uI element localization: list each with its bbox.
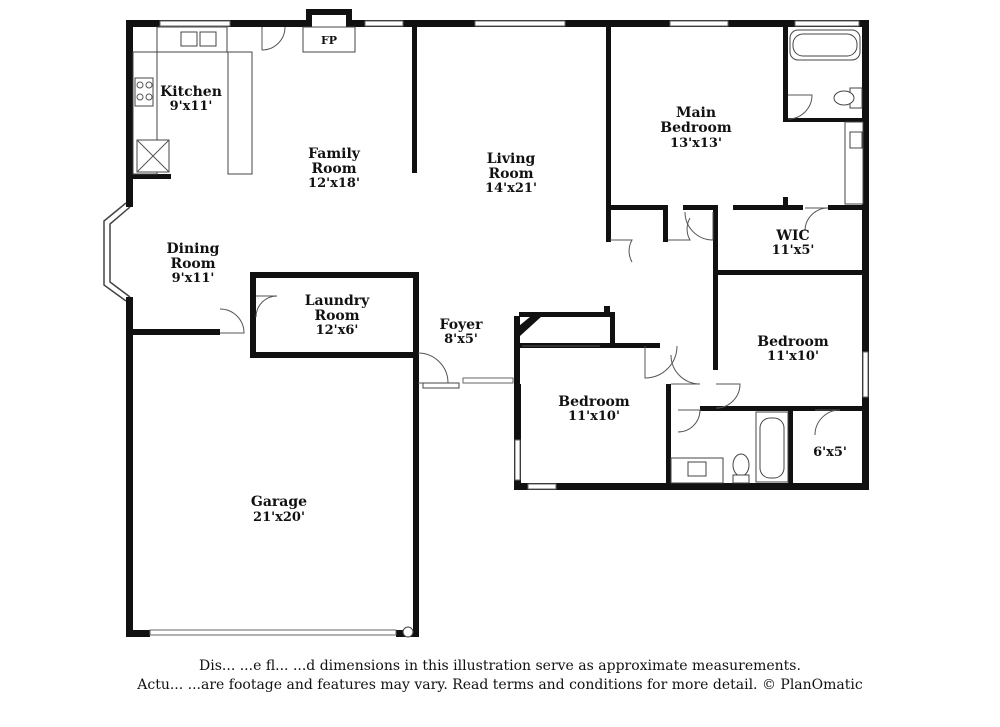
laundry-room-label: Laundry — [305, 293, 370, 309]
disclaimer-line-2: Actu... ...are footage and features may … — [137, 677, 863, 693]
living-room-label-2: Room — [488, 166, 533, 182]
bedroom-right-label: Bedroom — [757, 334, 829, 350]
fixtures — [132, 26, 864, 638]
bedroom-center-label: Bedroom — [558, 394, 630, 410]
room-labels: FP Kitchen 9'x11' Family Room 12'x18' Li… — [160, 34, 847, 525]
wic-label: WIC — [775, 228, 809, 244]
walls — [126, 9, 869, 637]
dining-room-label: Dining — [167, 241, 220, 257]
wic-dim: 11'x5' — [772, 243, 815, 258]
family-room-label-2: Room — [311, 161, 356, 177]
kitchen-dim: 9'x11' — [170, 99, 213, 114]
main-bedroom-dim: 13'x13' — [670, 136, 722, 151]
bay-window — [103, 202, 131, 302]
doors — [219, 26, 841, 436]
fireplace-label: FP — [321, 34, 337, 47]
bedroom-center-dim: 11'x10' — [568, 409, 620, 424]
main-bedroom-label-2: Bedroom — [660, 120, 732, 136]
living-room-label: Living — [487, 151, 536, 167]
kitchen-label: Kitchen — [160, 84, 222, 100]
dining-room-label-2: Room — [170, 256, 215, 272]
disclaimer-line-1: Dis... ...e fl... ...d dimensions in thi… — [199, 658, 801, 674]
family-room-label: Family — [308, 146, 361, 162]
windows — [149, 20, 869, 636]
foyer-label: Foyer — [440, 317, 484, 333]
dining-room-dim: 9'x11' — [172, 271, 215, 286]
garage-label: Garage — [251, 494, 307, 510]
garage-dim: 21'x20' — [253, 510, 305, 525]
laundry-room-dim: 12'x6' — [316, 323, 359, 338]
small-room-dim: 6'x5' — [813, 445, 847, 460]
family-room-dim: 12'x18' — [308, 176, 360, 191]
foyer-dim: 8'x5' — [444, 332, 478, 347]
living-room-dim: 14'x21' — [485, 181, 537, 196]
bedroom-right-dim: 11'x10' — [767, 349, 819, 364]
laundry-room-label-2: Room — [314, 308, 359, 324]
main-bedroom-label: Main — [676, 105, 716, 121]
